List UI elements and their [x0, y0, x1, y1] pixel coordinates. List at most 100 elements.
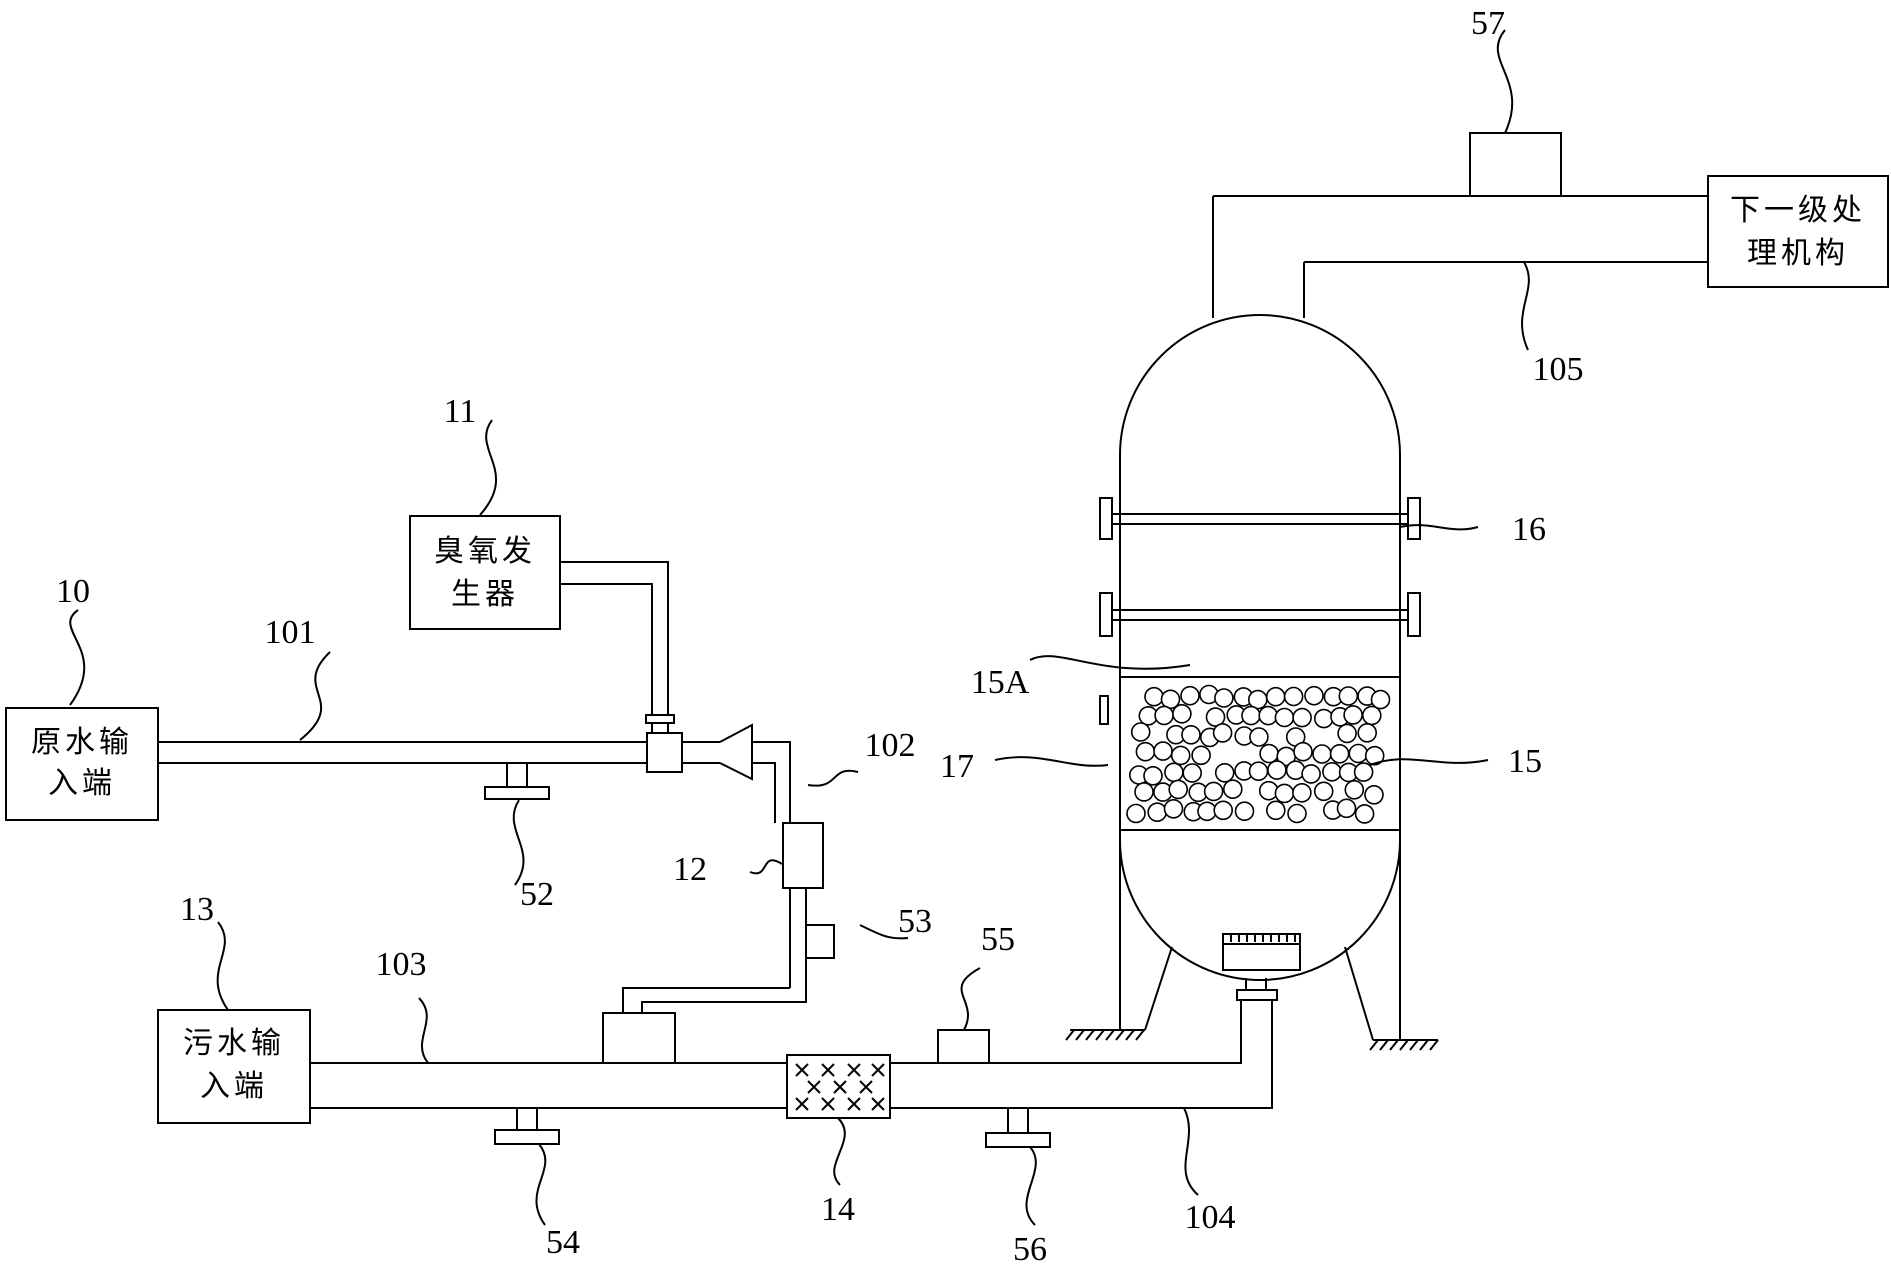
media-ball — [1293, 741, 1313, 762]
pipe-104 — [890, 978, 1278, 1109]
next-stage-line1: 下一级处 — [1730, 193, 1866, 228]
media-ball — [1344, 779, 1365, 800]
media-ball — [1301, 764, 1321, 784]
media-ball — [1249, 727, 1269, 747]
media-ball — [1258, 705, 1278, 726]
label-54: 54 — [546, 1224, 580, 1261]
media-ball — [1248, 761, 1269, 782]
ozone-generator-line2: 生器 — [451, 577, 519, 612]
ozone-pipe — [560, 561, 675, 733]
media-ball — [1153, 741, 1173, 761]
media-ball — [1322, 761, 1342, 782]
media-ball — [1223, 779, 1243, 800]
ejector — [682, 723, 753, 781]
media-ball — [1168, 779, 1188, 800]
pipe-102 — [622, 741, 835, 1013]
media-ball — [1197, 801, 1217, 822]
valve-54 — [494, 1107, 560, 1145]
media-ball — [1214, 688, 1234, 708]
label-57: 57 — [1471, 5, 1505, 42]
device-57 — [1469, 132, 1562, 197]
reactor-vessel — [1065, 196, 1439, 1051]
plate-16 — [1099, 497, 1421, 637]
media-ball — [1154, 705, 1174, 726]
media-ball — [1259, 743, 1279, 764]
media-ball — [1336, 798, 1357, 819]
label-15A: 15A — [971, 664, 1030, 701]
media-ball — [1292, 782, 1312, 803]
media-ball — [1163, 798, 1184, 819]
media-ball — [1144, 686, 1164, 707]
media-ball — [1274, 783, 1295, 804]
raw-water-inlet-line1: 原水输 — [31, 725, 133, 760]
label-15: 15 — [1508, 743, 1542, 780]
pipe-103 — [310, 1012, 787, 1109]
media-ball — [1314, 708, 1334, 729]
media-ball — [1164, 762, 1184, 783]
label-10: 10 — [56, 573, 90, 610]
label-13: 13 — [180, 891, 214, 928]
label-14: 14 — [821, 1191, 855, 1228]
label-103: 103 — [376, 946, 427, 983]
media-ball — [1182, 763, 1202, 783]
media-ball — [1172, 703, 1192, 724]
pipe-101 — [158, 732, 683, 773]
media-ball — [1364, 784, 1384, 805]
filter-media-15 — [1126, 684, 1391, 824]
leader-lines — [69, 29, 1530, 1226]
pipe-105 — [1213, 132, 1708, 263]
label-16: 16 — [1512, 511, 1546, 548]
media-ball — [1147, 802, 1167, 823]
media-ball — [1205, 707, 1226, 727]
media-ball — [1266, 800, 1286, 821]
media-ball — [1265, 686, 1286, 707]
label-56: 56 — [1013, 1231, 1047, 1268]
distributor — [1222, 933, 1301, 971]
media-ball — [1353, 762, 1374, 782]
media-ball — [1357, 722, 1377, 743]
ozone-generator-box: 臭氧发 生器 — [409, 515, 561, 630]
media-ball — [1329, 743, 1350, 764]
media-ball — [1213, 800, 1233, 821]
media-ball — [1170, 745, 1191, 766]
media-ball — [1134, 782, 1154, 802]
media-ball — [1181, 724, 1201, 745]
label-11: 11 — [444, 393, 477, 430]
label-104: 104 — [1185, 1199, 1236, 1236]
media-ball — [1292, 707, 1312, 728]
media-ball — [1274, 707, 1295, 728]
valve-56 — [985, 1107, 1051, 1148]
sewage-inlet-line2: 入端 — [200, 1069, 268, 1104]
media-ball — [1362, 705, 1382, 726]
media-ball — [1126, 803, 1146, 824]
media-ball — [1338, 686, 1359, 706]
label-52: 52 — [520, 876, 554, 913]
media-ball — [1354, 804, 1375, 824]
media-ball — [1143, 765, 1163, 786]
media-ball — [1214, 762, 1235, 783]
media-ball — [1343, 705, 1363, 725]
media-ball — [1130, 722, 1151, 742]
media-ball — [1337, 723, 1357, 744]
media-ball — [1287, 803, 1307, 824]
media-ball — [1283, 686, 1304, 707]
media-ball — [1312, 744, 1332, 764]
media-ball — [1212, 723, 1233, 743]
ozone-generator-line1: 臭氧发 — [434, 534, 536, 569]
media-ball — [1267, 760, 1287, 780]
next-stage-line2: 理机构 — [1747, 236, 1849, 271]
label-12: 12 — [673, 851, 707, 888]
mixer-14 — [786, 1054, 891, 1119]
label-55: 55 — [981, 921, 1015, 958]
media-ball — [1370, 689, 1391, 710]
label-102: 102 — [865, 727, 916, 764]
label-53: 53 — [898, 903, 932, 940]
label-105: 105 — [1533, 351, 1584, 388]
media-ball — [1135, 741, 1156, 762]
media-ball — [1364, 745, 1385, 766]
valve-52 — [484, 762, 550, 800]
raw-water-inlet-line2: 入端 — [48, 766, 116, 801]
port-17 — [1099, 695, 1109, 725]
sewage-inlet-box: 污水输 入端 — [157, 1009, 311, 1124]
